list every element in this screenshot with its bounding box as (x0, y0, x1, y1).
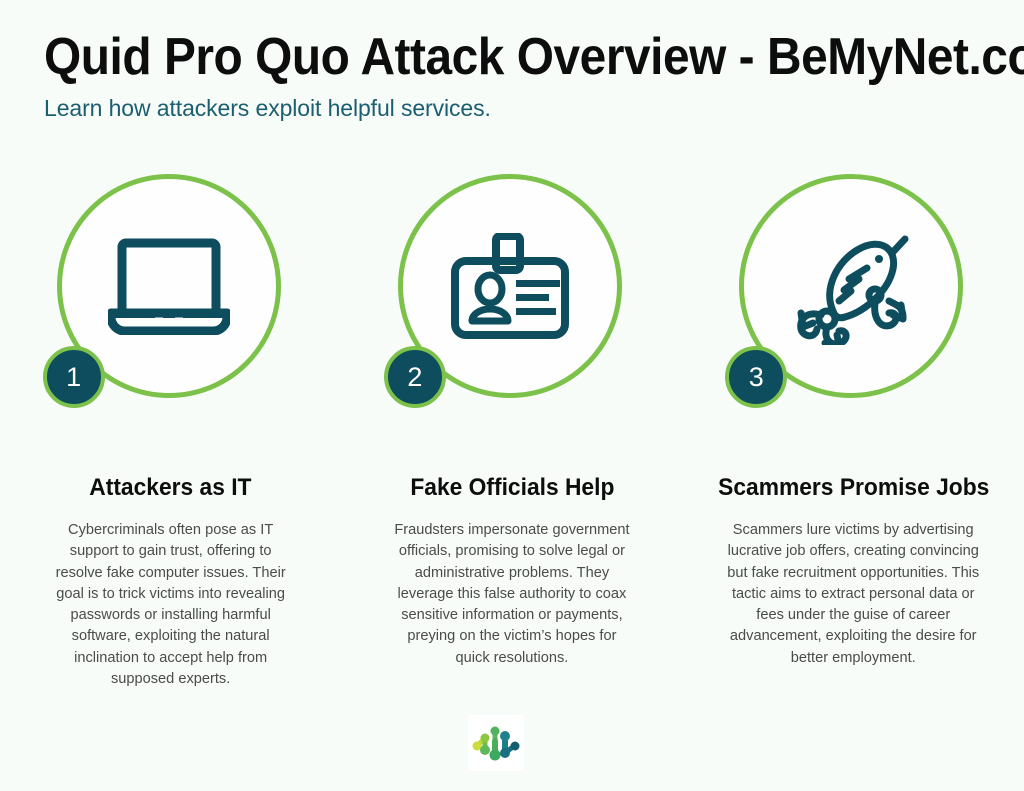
step-2-heading: Fake Officials Help (409, 474, 614, 501)
step-3-graphic: 3 (725, 168, 973, 416)
id-badge-icon (450, 233, 569, 339)
step-card-1: 1 Attackers as IT Cybercriminals often p… (0, 168, 341, 690)
step-1-graphic: 1 (42, 168, 291, 416)
fishing-lure-icon (797, 235, 909, 345)
step-2-graphic: 2 (383, 168, 632, 416)
laptop-icon (107, 238, 230, 335)
step-card-2: 2 Fake Officials Help Fraudsters imperso… (341, 168, 682, 669)
step-2-body: Fraudsters impersonate government offici… (394, 522, 630, 666)
step-card-3: 3 Scammers Promise Jobs Scammers lure vi… (683, 168, 1024, 669)
step-3-body: Scammers lure victims by advertising luc… (727, 522, 980, 666)
step-1-heading: Attackers as IT (89, 474, 252, 501)
network-nodes-logo (472, 726, 520, 761)
footer-logo (468, 715, 524, 771)
steps-container: 1 Attackers as IT Cybercriminals often p… (0, 168, 1024, 690)
page-subtitle: Learn how attackers exploit helpful serv… (44, 94, 491, 121)
step-2-number-badge: 2 (383, 346, 446, 408)
step-3-heading: Scammers Promise Jobs (717, 474, 989, 501)
page-header: Quid Pro Quo Attack Overview - BeMyNet.c… (44, 28, 1024, 122)
step-1-body: Cybercriminals often pose as IT support … (55, 522, 286, 688)
step-3-number-badge: 3 (725, 346, 788, 408)
step-1-number-badge: 1 (42, 346, 105, 408)
page-title: Quid Pro Quo Attack Overview - BeMyNet.c… (44, 28, 1024, 86)
